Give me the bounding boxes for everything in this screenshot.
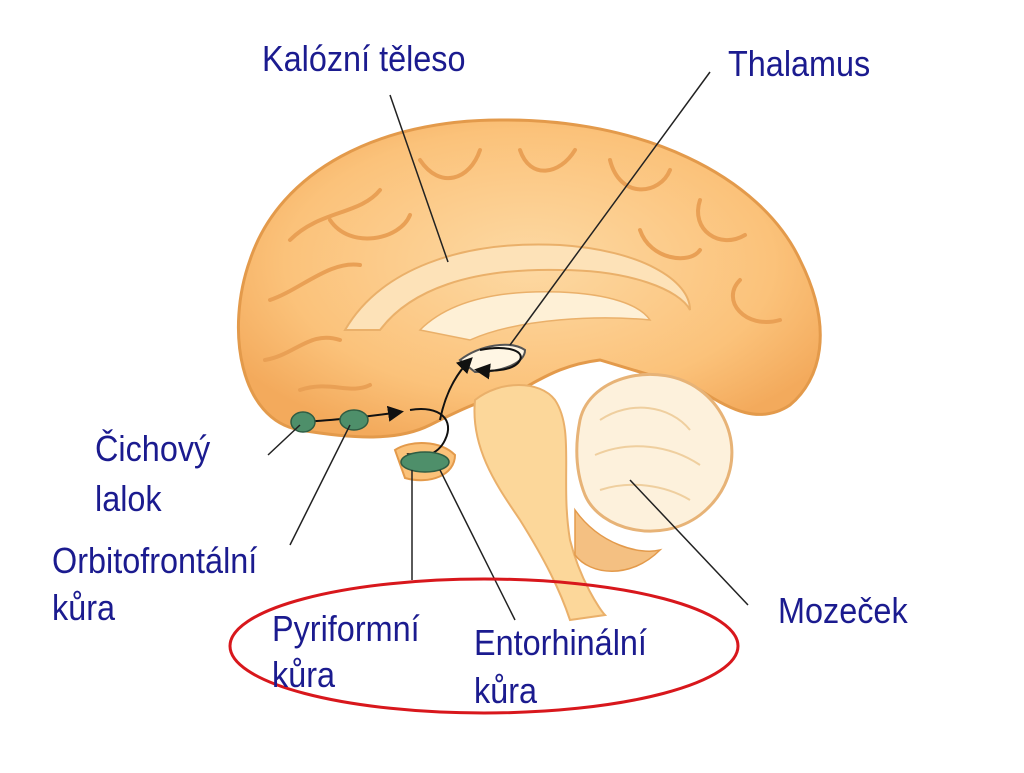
label-piriform-2: kůra <box>272 654 336 695</box>
brainstem <box>473 384 608 622</box>
label-entorhinal-1: Entorhinální <box>474 622 647 663</box>
label-cerebellum: Mozeček <box>778 590 908 631</box>
leader-orbitofrontal <box>289 424 351 546</box>
label-orbitofrontal-1: Orbitofrontální <box>52 540 258 581</box>
corpus-callosum <box>343 243 691 331</box>
label-olfactory-bulb-1: Čichový <box>95 428 211 469</box>
label-corpus-callosum: Kalózní těleso <box>262 38 466 79</box>
label-olfactory-bulb-2: lalok <box>95 478 162 519</box>
cerebellum <box>575 373 734 533</box>
highlight-ellipse <box>228 577 740 715</box>
leader-cerebellum <box>629 479 749 606</box>
gyri-folds <box>263 148 782 392</box>
leader-corpus-callosum <box>389 94 449 263</box>
leader-lines <box>267 71 749 621</box>
label-thalamus: Thalamus <box>728 43 871 84</box>
olfactory-bulb-node <box>290 411 316 433</box>
orbitofrontal-node <box>339 409 369 431</box>
leader-thalamus <box>509 71 711 346</box>
cerebellum-folia <box>594 406 701 501</box>
leader-olfactory-bulb <box>267 424 301 456</box>
piriform-entorhinal-node <box>400 451 450 473</box>
label-piriform-1: Pyriformní <box>272 608 420 649</box>
olfactory-nodes <box>290 409 450 473</box>
label-entorhinal-2: kůra <box>474 670 538 711</box>
label-orbitofrontal-2: kůra <box>52 587 116 628</box>
leader-entorhinal <box>439 469 516 621</box>
